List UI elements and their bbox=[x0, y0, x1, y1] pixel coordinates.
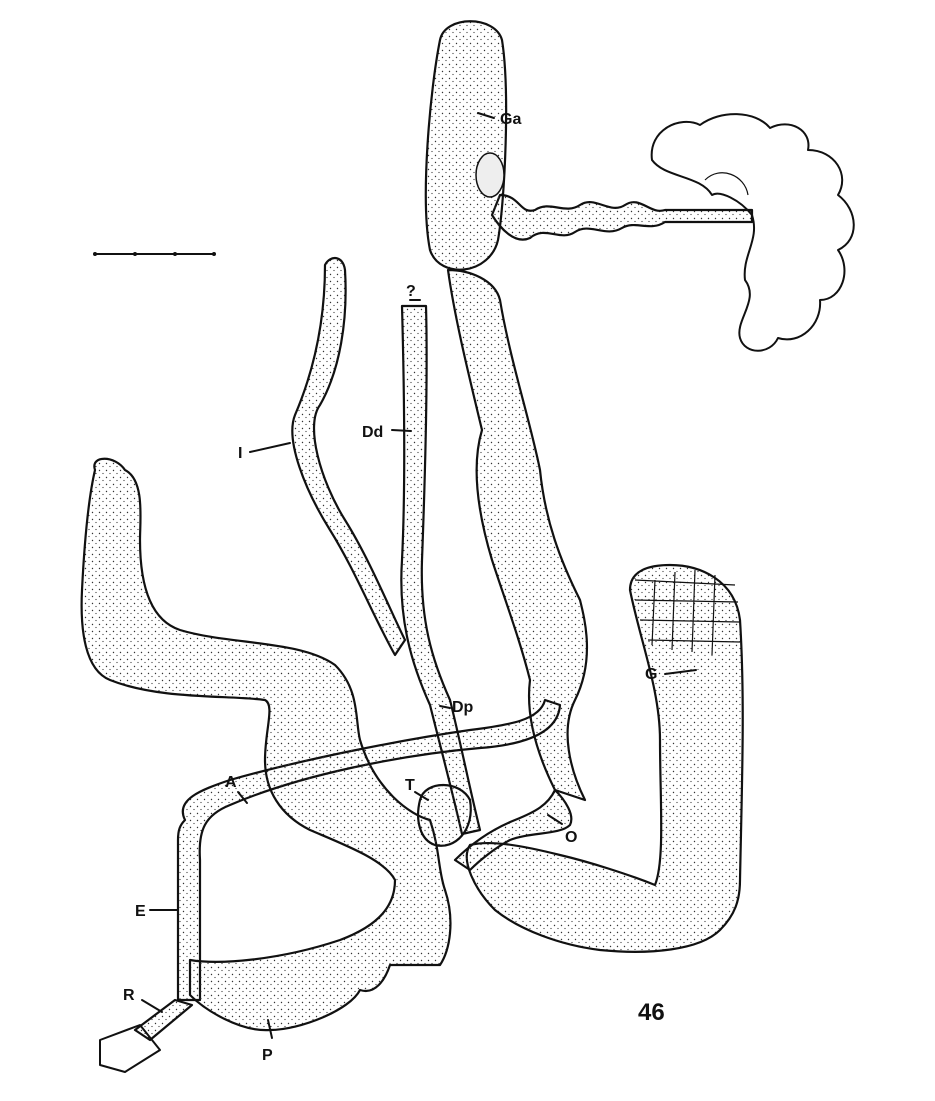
label-P: P bbox=[262, 1047, 273, 1064]
label-G: G bbox=[645, 666, 657, 683]
label-Dd: Dd bbox=[362, 424, 383, 441]
scale-bar bbox=[93, 252, 216, 256]
label-R: R bbox=[123, 987, 135, 1004]
label-I: I bbox=[238, 445, 242, 462]
lobed-gland bbox=[652, 114, 854, 351]
label-question: ? bbox=[406, 283, 416, 300]
figure-number: 46 bbox=[638, 999, 665, 1026]
retractor-R bbox=[135, 1000, 192, 1040]
label-O: O bbox=[565, 829, 577, 846]
tube-I bbox=[292, 258, 405, 655]
gland-Ga bbox=[426, 21, 506, 269]
body-T bbox=[418, 785, 471, 846]
label-Ga: Ga bbox=[500, 111, 521, 128]
label-A: A bbox=[225, 774, 237, 791]
coiled-duct bbox=[492, 195, 752, 240]
label-Dp: Dp bbox=[452, 699, 474, 716]
gland-G bbox=[467, 565, 743, 952]
label-E: E bbox=[135, 903, 146, 920]
label-T: T bbox=[405, 777, 415, 794]
gland-Ga-inclusion bbox=[476, 153, 504, 197]
